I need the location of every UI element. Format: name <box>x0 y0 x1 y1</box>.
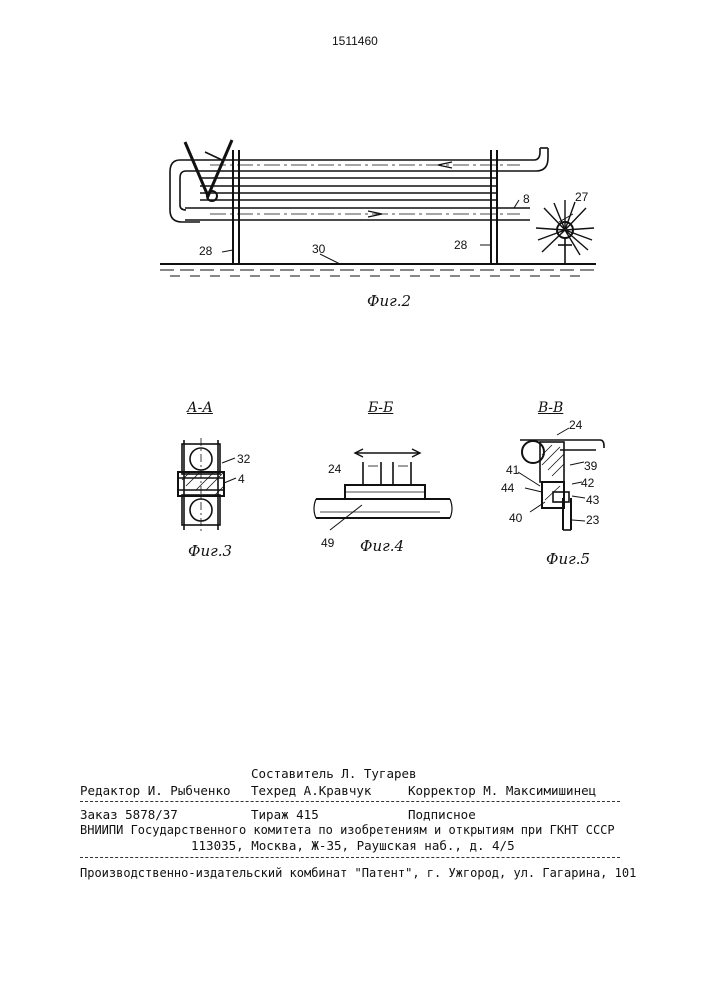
footer-subscription: Подписное <box>408 807 476 822</box>
fig5-label-42: 42 <box>581 476 594 490</box>
fig5-label-39: 39 <box>584 459 597 473</box>
footer-editor: Редактор И. Рыбченко <box>80 783 231 798</box>
fig5-label-44: 44 <box>501 481 514 495</box>
footer-circulation: Тираж 415 <box>251 807 319 822</box>
fig5-label-23: 23 <box>586 513 599 527</box>
fig5-section-label: В-В <box>538 400 563 416</box>
fig5-label-43: 43 <box>586 493 599 507</box>
fig5-label-24: 24 <box>569 418 582 432</box>
fig5-label-41: 41 <box>506 463 519 477</box>
footer-org-line-2: 113035, Москва, Ж-35, Раушская наб., д. … <box>191 838 515 853</box>
footer-techred: Техред А.Кравчук <box>251 783 371 798</box>
footer-divider-2 <box>80 857 620 858</box>
footer-publisher: Производственно-издательский комбинат "П… <box>80 866 636 880</box>
footer-divider-1 <box>80 801 620 802</box>
footer-order: Заказ 5878/37 <box>80 807 178 822</box>
fig5-label-40: 40 <box>509 511 522 525</box>
footer-org-line-1: ВНИИПИ Государственного комитета по изоб… <box>80 823 615 837</box>
footer-compiler: Составитель Л. Тугарев <box>251 766 417 781</box>
fig5-caption: Фиг.5 <box>546 550 590 568</box>
footer-corrector: Корректор М. Максимишинец <box>408 783 596 798</box>
